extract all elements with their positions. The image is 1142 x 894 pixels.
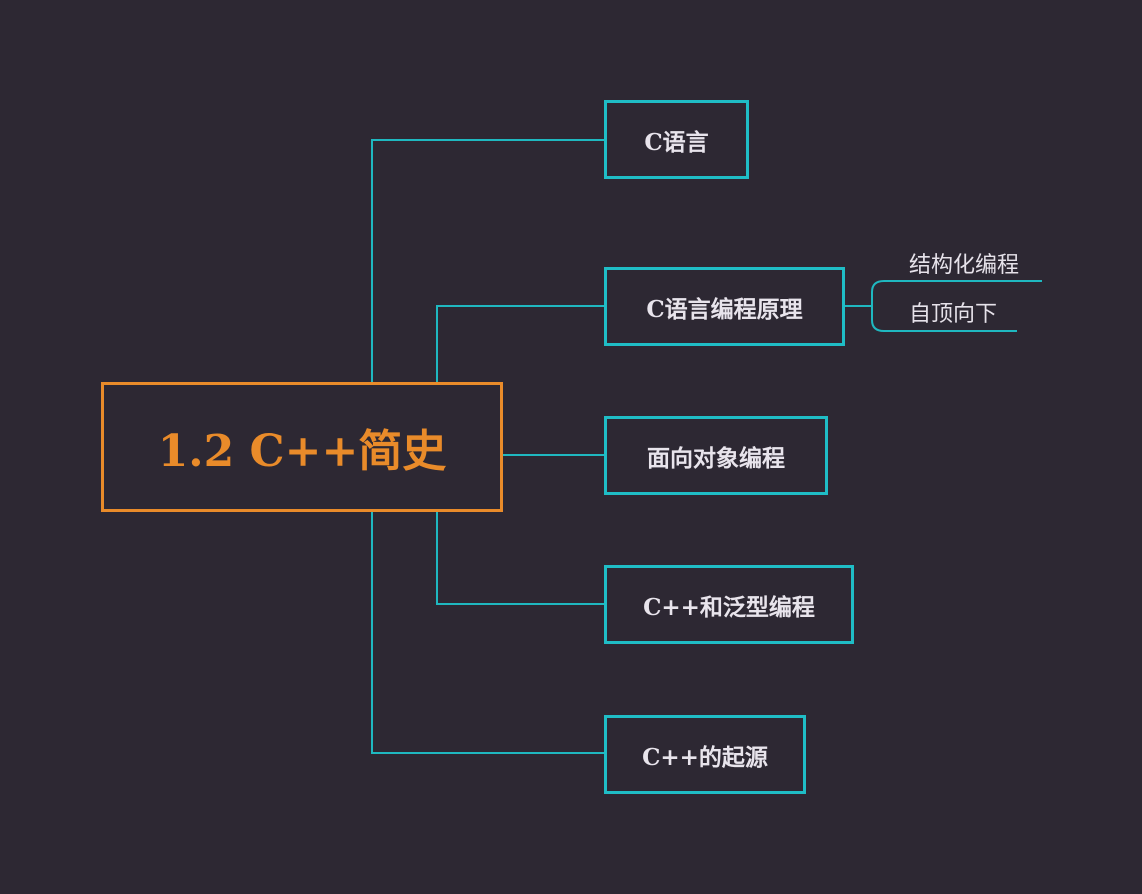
connector-to-top-down: [871, 306, 1017, 332]
connector-root-to-c-programming-principles: [436, 305, 604, 382]
topic-cpp-generic-programming[interactable]: C++和泛型编程: [604, 565, 854, 644]
connector-to-structured-programming: [871, 280, 1042, 306]
subtopic-label: 自顶向下: [909, 302, 998, 327]
topic-label: 面向对象编程: [647, 444, 785, 472]
topic-cpp-origin[interactable]: C++的起源: [604, 715, 806, 794]
central-topic-label: 1.2 C++简史: [157, 426, 447, 477]
topic-c-programming-principles[interactable]: C语言编程原理: [604, 267, 845, 346]
subtopic-top-down[interactable]: 自顶向下: [909, 302, 997, 328]
topic-label: C语言编程原理: [646, 295, 803, 323]
subtopic-structured-programming[interactable]: 结构化编程: [909, 253, 1019, 279]
topic-object-oriented-programming[interactable]: 面向对象编程: [604, 416, 828, 495]
connector-root-to-c-language: [371, 139, 604, 382]
subtopic-label: 结构化编程: [909, 253, 1020, 278]
topic-label: C语言: [644, 128, 709, 156]
central-topic[interactable]: 1.2 C++简史: [101, 382, 503, 512]
topic-label: C++的起源: [642, 743, 768, 771]
topic-c-language[interactable]: C语言: [604, 100, 749, 179]
connector-root-to-origin: [371, 512, 604, 754]
topic-label: C++和泛型编程: [643, 593, 815, 621]
connector-root-to-generic-programming: [436, 512, 604, 605]
